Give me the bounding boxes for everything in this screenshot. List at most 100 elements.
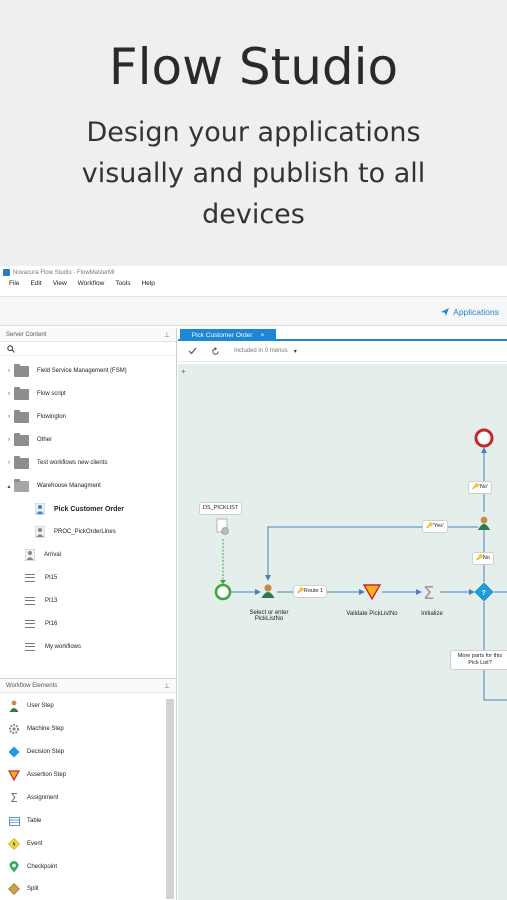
no-quoted-label: 🔑'No' xyxy=(468,481,492,494)
list-icon xyxy=(25,643,35,651)
tree-item-warehouse[interactable]: ▴ Warehouse Managment xyxy=(4,477,101,495)
tree-item-pick-customer-order[interactable]: Pick Customer Order xyxy=(34,500,124,518)
more-parts-label: More parts for this Pick List? xyxy=(450,650,507,670)
assignment-node[interactable]: Σ xyxy=(423,583,434,604)
chevron-down-icon[interactable]: ▾ xyxy=(293,348,297,355)
workflow-elements-panel: Workflow Elements ⊥ User Step Machine St… xyxy=(0,678,177,900)
user-step-node-2[interactable] xyxy=(478,516,490,530)
add-icon[interactable]: + xyxy=(181,367,186,376)
initialize-label: Initialize xyxy=(421,611,443,617)
start-node[interactable] xyxy=(214,583,232,601)
chevron-right-icon[interactable]: › xyxy=(8,368,10,374)
yes-text: 'Yes' xyxy=(432,523,444,529)
tree-item-label: Field Service Management (FSM) xyxy=(37,368,127,374)
promo-title: Flow Studio xyxy=(108,38,399,96)
tab-pick-customer-order[interactable]: Pick Customer Order × xyxy=(180,329,276,341)
chevron-right-icon[interactable]: › xyxy=(8,414,10,420)
tree-item-pi15[interactable]: PI15 xyxy=(24,569,57,587)
chevron-down-icon[interactable]: ▴ xyxy=(7,483,11,490)
element-label: Assignment xyxy=(27,795,59,801)
user-workflow-icon xyxy=(24,549,36,561)
tree-item-label: Flowington xyxy=(37,414,67,420)
flow-arrow xyxy=(483,602,507,701)
user-step-node[interactable] xyxy=(261,584,275,598)
included-in-menus[interactable]: Included in 0 menus xyxy=(234,348,288,354)
pin-icon[interactable]: ⊥ xyxy=(163,682,170,690)
tree-item-flow-script[interactable]: › Flow script xyxy=(4,385,66,403)
menu-tools[interactable]: Tools xyxy=(115,280,131,287)
app-logo-icon xyxy=(3,269,10,276)
element-assignment[interactable]: Σ Assignment xyxy=(8,790,58,806)
tree-item-pi13[interactable]: PI13 xyxy=(24,592,57,610)
editor-toolbar: Included in 0 menus ▾ xyxy=(178,341,507,362)
checkmark-icon[interactable] xyxy=(188,347,197,355)
menu-view[interactable]: View xyxy=(52,280,67,287)
element-checkpoint[interactable]: Checkpoint xyxy=(8,859,57,875)
element-label: Event xyxy=(27,841,43,847)
chevron-right-icon[interactable]: › xyxy=(8,391,10,397)
search-icon xyxy=(7,344,15,353)
chevron-right-icon[interactable]: › xyxy=(8,460,10,466)
tree-item-pi16[interactable]: PI16 xyxy=(24,615,57,633)
menu-workflow[interactable]: Workflow xyxy=(77,280,105,287)
machine-step-icon xyxy=(8,723,20,735)
element-user-step[interactable]: User Step xyxy=(8,698,54,714)
server-search[interactable] xyxy=(0,342,176,356)
select-pick-label: Select or enter PickListNo xyxy=(249,610,289,622)
end-node[interactable] xyxy=(474,428,494,448)
workflow-canvas[interactable]: + xyxy=(178,364,507,900)
tree-item-label: Arrival xyxy=(44,552,62,558)
event-icon xyxy=(8,838,20,850)
tree-item-proc-pickorderlines[interactable]: PROC_PickOrderLines xyxy=(34,523,116,541)
element-label: Table xyxy=(27,818,42,824)
assertion-node[interactable] xyxy=(362,584,382,601)
ribbon: Applications xyxy=(0,296,507,326)
window-titlebar: Novacura Flow Studio - FlowMasterMI xyxy=(0,266,507,279)
route-1-text: Route 1 xyxy=(303,588,324,594)
list-icon xyxy=(25,620,35,628)
applications-button[interactable]: Applications xyxy=(441,307,499,317)
tree-item-my-workflows[interactable]: My workflows xyxy=(24,638,81,656)
yes-loop-arrow xyxy=(265,526,478,581)
tree-item-test-workflows[interactable]: › Test workflows new clients xyxy=(4,454,107,472)
element-event[interactable]: Event xyxy=(8,836,42,852)
checkpoint-icon xyxy=(8,861,20,873)
close-icon[interactable]: × xyxy=(260,331,265,339)
key-icon: 🔑 xyxy=(472,484,479,490)
element-decision-step[interactable]: Decision Step xyxy=(8,744,64,760)
element-split[interactable]: Split xyxy=(8,881,39,897)
folder-icon xyxy=(14,386,29,400)
element-table[interactable]: Table xyxy=(8,813,41,829)
refresh-icon[interactable] xyxy=(211,346,220,356)
assignment-icon: Σ xyxy=(10,791,18,805)
element-assertion-step[interactable]: Assertion Step xyxy=(8,767,66,783)
no-label: 🔑No xyxy=(472,552,494,565)
tree-item-flowington[interactable]: › Flowington xyxy=(4,408,66,426)
element-label: Decision Step xyxy=(27,749,65,755)
tree-item-fsm[interactable]: › Field Service Management (FSM) xyxy=(4,362,127,380)
element-machine-step[interactable]: Machine Step xyxy=(8,721,64,737)
scrollbar[interactable] xyxy=(166,699,174,899)
decision-node[interactable]: ? xyxy=(474,582,494,602)
window-title: Novacura Flow Studio - FlowMasterMI xyxy=(13,269,115,276)
svg-text:?: ? xyxy=(482,590,486,597)
tree-item-other[interactable]: › Other xyxy=(4,431,52,449)
pin-icon[interactable]: ⊥ xyxy=(163,331,170,339)
list-icon xyxy=(25,574,35,582)
server-tree: › Field Service Management (FSM) › Flow … xyxy=(0,356,176,678)
menu-help[interactable]: Help xyxy=(141,280,155,287)
data-source-node[interactable] xyxy=(216,518,229,535)
user-workflow-icon xyxy=(34,526,46,538)
tree-item-label: PI13 xyxy=(45,598,58,604)
tree-item-label: Test workflows new clients xyxy=(37,460,108,466)
chevron-right-icon[interactable]: › xyxy=(8,437,10,443)
workflow-elements-header: Workflow Elements ⊥ xyxy=(0,679,176,693)
tree-item-arrival[interactable]: Arrival xyxy=(24,546,61,564)
menu-file[interactable]: File xyxy=(9,280,20,287)
key-icon: 🔑 xyxy=(426,523,433,529)
element-label: Checkpoint xyxy=(27,864,58,870)
route-1-label: 🔑Route 1 xyxy=(293,585,328,598)
tree-item-label: PROC_PickOrderLines xyxy=(54,529,116,535)
menu-edit[interactable]: Edit xyxy=(30,280,42,287)
table-icon xyxy=(8,815,20,827)
